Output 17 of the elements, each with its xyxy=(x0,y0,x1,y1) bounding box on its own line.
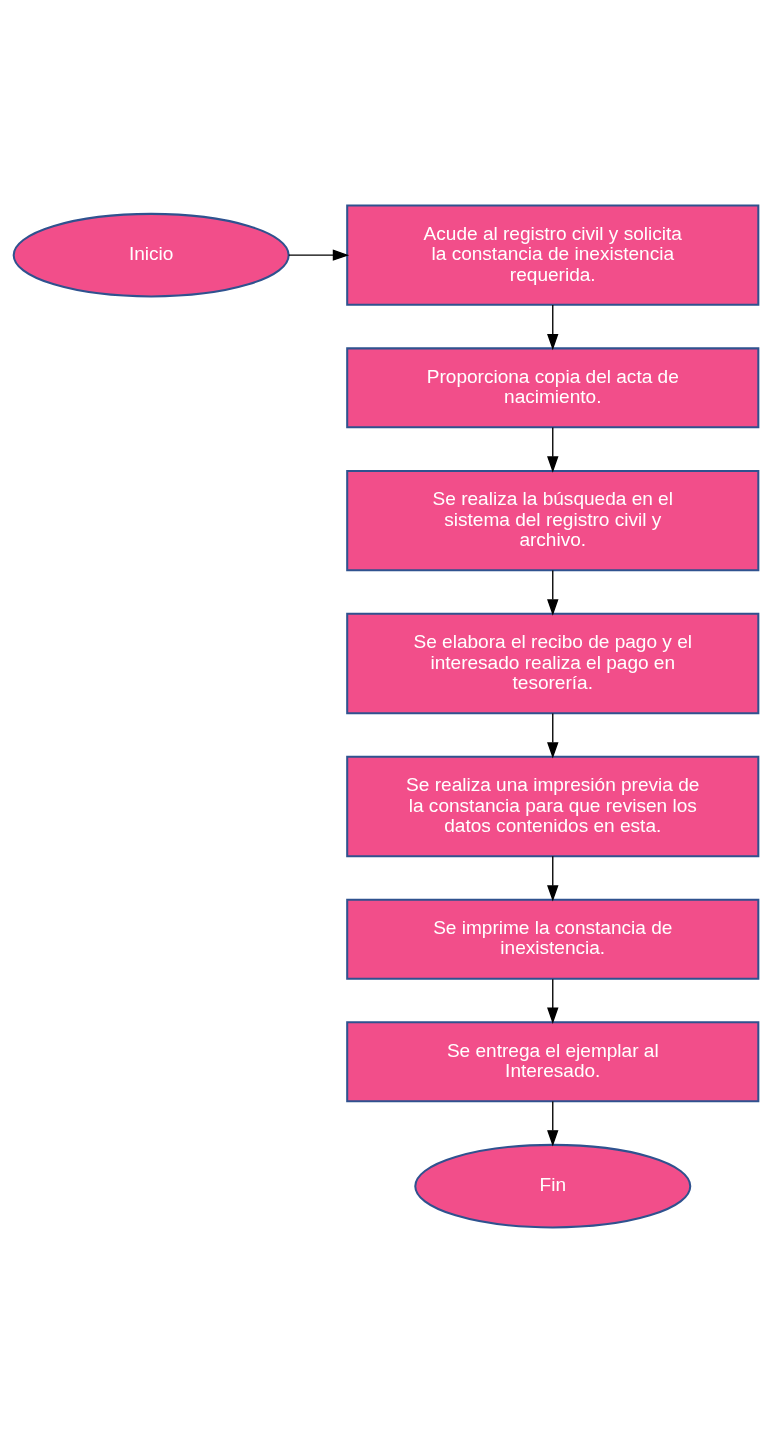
arrow xyxy=(547,304,559,351)
node-box: Se realiza una impresión previa de la constancia para que revisen los datos contenidos en esta. xyxy=(346,755,760,858)
arrow xyxy=(547,978,559,1024)
arrow xyxy=(547,712,559,759)
node-ellipse: Fin xyxy=(414,1143,692,1229)
arrow xyxy=(547,569,559,616)
node-box: Se imprime la constancia de inexistencia. xyxy=(346,898,760,980)
arrow xyxy=(288,249,350,261)
arrow xyxy=(547,855,559,902)
node-box: Proporciona copia del acta de nacimiento. xyxy=(346,347,760,429)
node-box: Se realiza la búsqueda en el sistema del registro civil y archivo. xyxy=(346,469,760,572)
arrow xyxy=(547,1100,559,1147)
node-box: Se elabora el recibo de pago y el interesado realiza el pago en tesorería. xyxy=(346,612,760,715)
node-box: Acude al registro civil y solicita la constancia de inexistencia requerida. xyxy=(346,204,760,306)
node-box: Se entrega el ejemplar al Interesado. xyxy=(346,1021,760,1103)
node-ellipse: Inicio xyxy=(12,212,290,298)
arrow xyxy=(547,426,559,473)
